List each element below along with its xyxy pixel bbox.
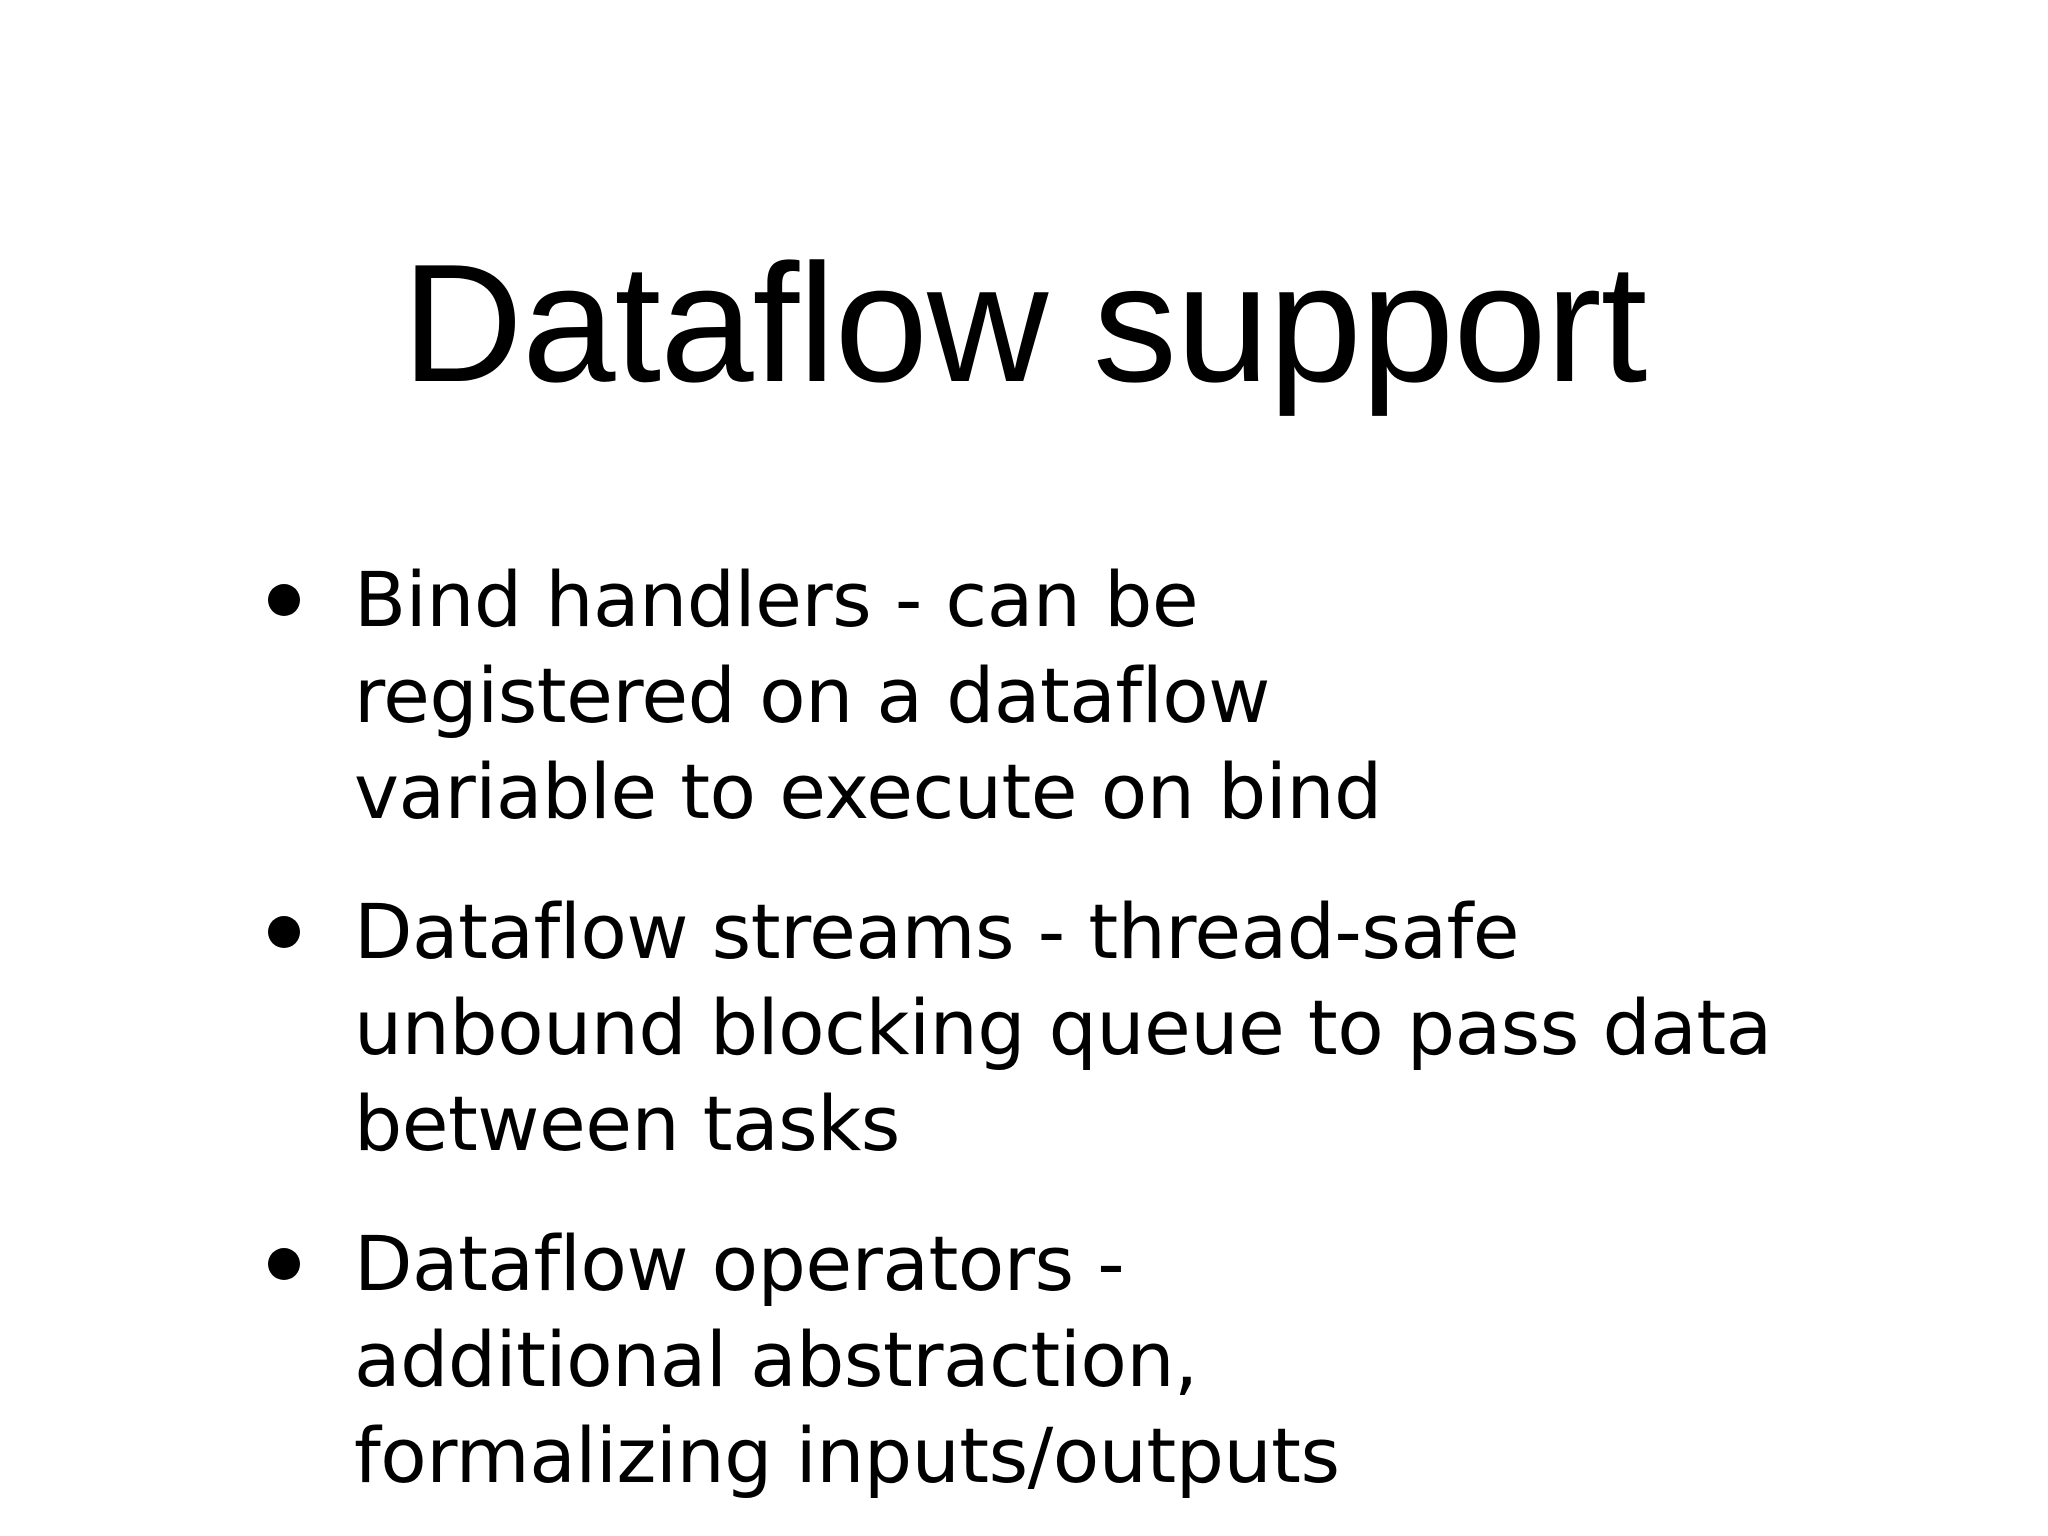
slide-title: Dataflow support [401, 228, 1648, 417]
list-item: Dataflow operators - additional abstract… [258, 1216, 1858, 1504]
bullet-list: Bind handlers - can be registered on a d… [258, 552, 1858, 1504]
list-item: Bind handlers - can be registered on a d… [258, 552, 1858, 840]
bullet-dot-icon [268, 584, 300, 616]
bullet-dot-icon [268, 916, 300, 948]
list-item-text: Bind handlers - can be registered on a d… [354, 555, 1382, 836]
list-item: Dataflow streams - thread-safe unbound b… [258, 884, 1858, 1172]
bullet-dot-icon [268, 1248, 300, 1280]
list-item-text: Dataflow operators - additional abstract… [354, 1219, 1340, 1500]
list-item-text: Dataflow streams - thread-safe unbound b… [354, 887, 1772, 1168]
